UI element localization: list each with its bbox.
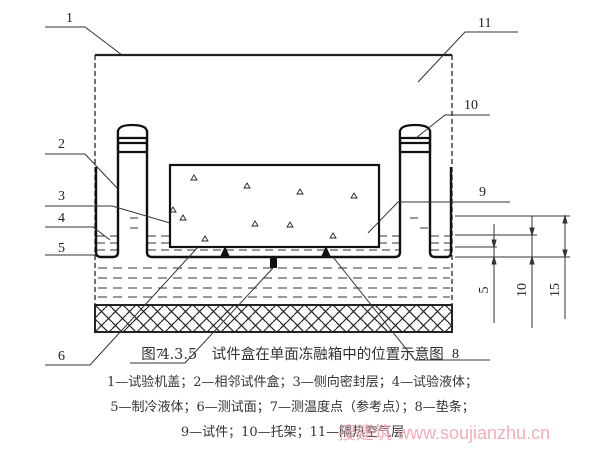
figure-title: 图 4.3.5 试件盒在单面冻融箱中的位置示意图 <box>141 347 444 363</box>
legend-line-1: 1—试验机盖；2—相邻试件盒；3—侧向密封层；4—试验液体； <box>106 375 479 390</box>
label-9: 9 <box>479 185 486 200</box>
support-bracket-right <box>398 123 432 154</box>
test-liquid <box>97 217 450 251</box>
support-bracket-left <box>116 123 149 154</box>
dimension-10: 10 <box>515 283 530 297</box>
spacer-pad-right <box>321 246 331 257</box>
dimension-lines <box>455 214 570 328</box>
temperature-sensor <box>270 258 277 268</box>
label-5: 5 <box>58 241 65 256</box>
label-4: 4 <box>58 211 65 226</box>
coolant-liquid <box>98 267 450 298</box>
specimen <box>168 163 381 249</box>
label-8: 8 <box>452 347 459 362</box>
watermark: 搜建筑 www.soujianzhu.cn <box>338 423 551 443</box>
legend-line-2: 5—制冷液体；6—测试面；7—测温度点（参考点）；8—垫条； <box>110 400 475 415</box>
label-6: 6 <box>58 349 65 364</box>
label-2: 2 <box>58 137 65 152</box>
insulated-base <box>94 304 453 333</box>
dimension-15: 15 <box>548 283 563 297</box>
label-3: 3 <box>58 189 65 204</box>
chamber <box>94 53 453 333</box>
leader-lines <box>45 26 518 366</box>
legend-line-3: 9—试件；10—托架；11—隔热空气层 <box>180 425 405 440</box>
label-7: 7 <box>156 347 163 362</box>
dimension-5: 5 <box>477 287 492 294</box>
label-1: 1 <box>66 11 73 26</box>
label-11: 11 <box>478 16 491 31</box>
specimen-box <box>94 130 453 259</box>
spacer-pad-left <box>220 246 230 257</box>
label-10: 10 <box>464 98 478 113</box>
aggregate-marks <box>169 174 358 242</box>
